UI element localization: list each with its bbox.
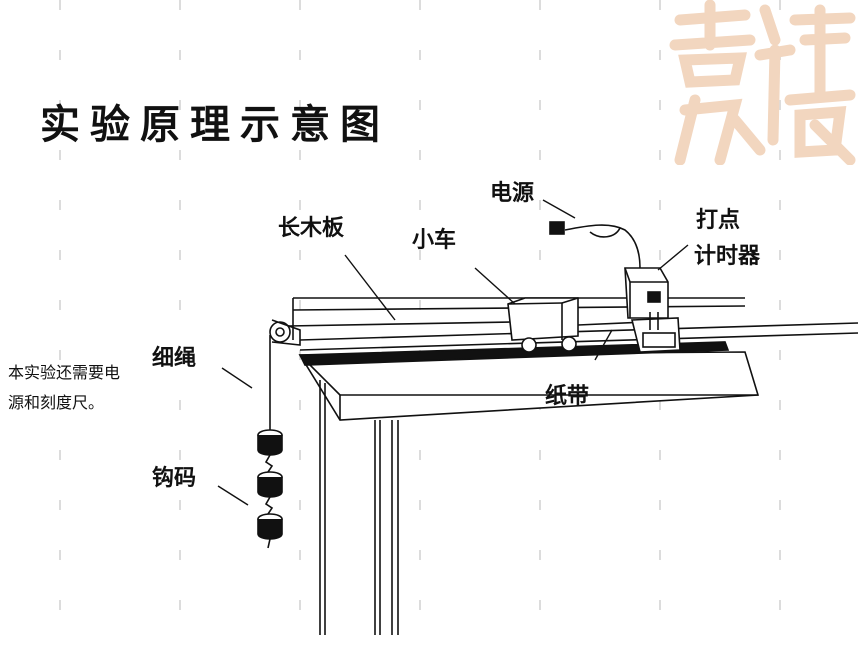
label-rope: 细绳: [152, 346, 197, 371]
page-title: 实验原理示意图: [40, 101, 390, 148]
leader-lines: [217, 199, 689, 506]
label-power: 电源: [490, 181, 535, 206]
hook-weights: [257, 429, 283, 549]
power-cord: [549, 221, 641, 269]
cart: [507, 297, 579, 353]
label-cart: 小车: [412, 228, 457, 253]
pulley: [269, 319, 301, 346]
label-weights: 钩码: [152, 466, 197, 491]
ticker-timer: [624, 267, 681, 353]
label-timer-line2: 计时器: [694, 244, 761, 269]
label-board: 长木板: [278, 216, 345, 241]
note-text: 本实验还需要电源和刻度尺。: [8, 363, 121, 412]
watermark-seal: [669, 0, 856, 165]
label-tape: 纸带: [545, 384, 590, 409]
label-timer-line1: 打点: [696, 208, 741, 233]
table-legs: [319, 380, 399, 635]
long-board: [292, 297, 859, 366]
